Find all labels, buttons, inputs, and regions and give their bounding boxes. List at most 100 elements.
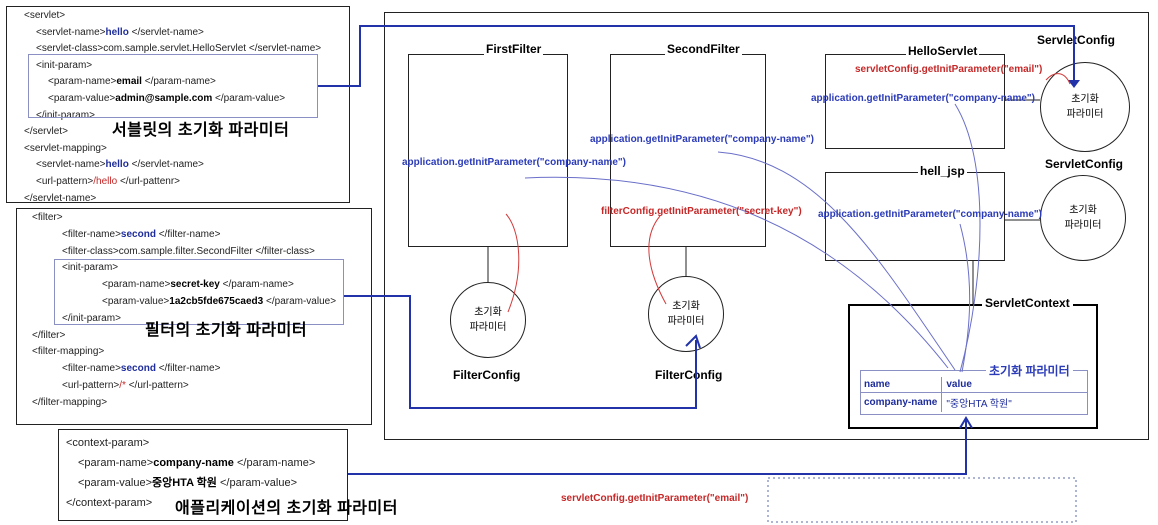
code-value: hello [105, 159, 129, 171]
servlet-xml-box [6, 6, 350, 203]
filter-config-2-label: FilterConfig [655, 368, 723, 382]
code-open-tag: <param-value> [48, 93, 116, 104]
code-line: <url-pattern>/hello </url-pattenr> [36, 174, 180, 190]
filter-config-1-label: FilterConfig [453, 368, 521, 382]
code-open-tag: <param-name> [78, 457, 154, 469]
context-table-cell-name: company-name [860, 392, 943, 412]
second-filter-app-call: application.getInitParameter("company-na… [590, 134, 814, 145]
code-value: second [120, 363, 156, 375]
servlet-config-2-param-line1: 초기화 [1069, 205, 1097, 216]
code-open-tag: <servlet-mapping> [24, 142, 107, 154]
code-value: com.sample.filter.SecondFilter [118, 245, 253, 257]
first-filter-title: FirstFilter [484, 42, 544, 56]
code-line: <filter-mapping> [32, 344, 104, 360]
servlet-config-2-label: ServletConfig [1045, 157, 1124, 171]
hell-jsp-title: hell_jsp [918, 164, 967, 178]
hello-servlet-title: HelloServlet [906, 44, 980, 58]
code-open-tag: <filter-mapping> [32, 346, 105, 358]
code-value: /* [119, 380, 126, 391]
code-close-tag: </param-name> [141, 76, 216, 88]
code-open-tag: <filter-name> [62, 363, 121, 375]
code-open-tag: <param-value> [102, 296, 170, 307]
code-open-tag: <servlet> [24, 10, 66, 21]
code-open-tag: <param-name> [48, 76, 117, 88]
servlet-app-call: application.getInitParameter("company-na… [811, 93, 1035, 104]
code-value: hello [105, 26, 129, 38]
code-line: <param-value>중앙HTA 학원 </param-value> [78, 475, 297, 491]
code-line: <init-param> [36, 58, 92, 74]
code-open-tag: <param-name> [102, 279, 171, 291]
filter-config-1-circle: 초기화 파라미터 [450, 282, 526, 358]
filter-xml-box [16, 208, 372, 425]
code-open-tag: <servlet-name> [36, 26, 106, 38]
code-value: com.sample.servlet.HelloServlet [103, 43, 247, 55]
code-close-tag: </servlet-name> [128, 159, 204, 171]
code-value: 1a2cb5fde675caed3 [169, 296, 264, 307]
filter-config-2-param-line2: 파라미터 [667, 316, 705, 327]
second-filter-title: SecondFilter [665, 42, 742, 56]
servlet-init-param-highlight [28, 54, 318, 118]
code-line: <filter> [32, 210, 63, 226]
filter-config-2-param-line1: 초기화 [672, 301, 700, 312]
code-close-tag: </filter-name> [155, 363, 221, 375]
code-line: </filter-mapping> [32, 395, 107, 411]
code-line: <param-name>secret-key </param-name> [102, 277, 294, 293]
code-line: <servlet-class>com.sample.servlet.HelloS… [36, 41, 321, 57]
code-open-tag: </context-param> [66, 497, 153, 509]
code-open-tag: </servlet-name> [24, 192, 97, 204]
second-filter-config-call: filterConfig.getInitParameter("secret-ke… [601, 206, 802, 217]
context-param-table: name value company-name "중앙HTA 학원" [860, 377, 1088, 412]
first-filter-box [408, 54, 568, 247]
servlet-config-1-label: ServletConfig [1037, 33, 1116, 47]
jsp-app-call: application.getInitParameter("company-na… [818, 209, 1042, 220]
filter-init-param-caption: 필터의 초기화 파라미터 [145, 322, 308, 339]
code-close-tag: </servlet-name> [128, 26, 204, 38]
code-value: company-name [153, 457, 234, 469]
code-open-tag: </filter-mapping> [32, 396, 108, 408]
code-line: <context-param> [66, 435, 149, 451]
code-line: <filter-name>second </filter-name> [62, 361, 220, 377]
code-open-tag: </servlet> [24, 126, 68, 138]
servlet-config-1-param-line1: 초기화 [1071, 94, 1099, 105]
bottom-servlet-config-call: servletConfig.getInitParameter("email") [561, 493, 749, 504]
code-line: <param-name>company-name </param-name> [78, 455, 315, 471]
code-open-tag: <filter-class> [62, 245, 119, 257]
code-open-tag: </init-param> [36, 109, 95, 121]
servlet-config-2-circle: 초기화 파라미터 [1040, 175, 1126, 261]
code-open-tag: <filter> [32, 212, 63, 223]
second-filter-box [610, 54, 766, 247]
filter-config-1-param-line1: 초기화 [474, 307, 502, 318]
code-close-tag: </url-pattern> [125, 380, 189, 391]
code-open-tag: <servlet-class> [36, 43, 104, 55]
first-filter-app-call: application.getInitParameter("company-na… [402, 157, 626, 168]
code-close-tag: </filter-class> [252, 245, 315, 257]
code-line: <param-value>admin@sample.com </param-va… [48, 91, 285, 107]
filter-config-1-param-line2: 파라미터 [469, 322, 507, 333]
code-value: secret-key [170, 279, 220, 291]
servlet-init-param-caption: 서블릿의 초기화 파라미터 [112, 122, 290, 139]
code-line: <filter-class>com.sample.filter.SecondFi… [62, 244, 315, 260]
code-close-tag: </filter-name> [155, 228, 221, 240]
code-line: <param-name>email </param-name> [48, 74, 216, 90]
context-param-group-title: 초기화 파라미터 [986, 362, 1073, 379]
code-open-tag: <context-param> [66, 437, 150, 449]
code-open-tag: <url-pattern> [62, 380, 120, 391]
code-open-tag: <filter-name> [62, 228, 121, 240]
code-open-tag: <servlet-name> [36, 159, 106, 171]
servlet-config-1-circle: 초기화 파라미터 [1040, 62, 1130, 152]
code-line: <filter-name>second </filter-name> [62, 227, 220, 243]
code-value: email [116, 76, 142, 88]
code-close-tag: </param-value> [263, 296, 337, 307]
code-close-tag: </param-name> [233, 457, 316, 469]
code-value: /hello [93, 176, 118, 187]
code-line: <init-param> [62, 260, 118, 276]
filter-init-param-highlight [54, 259, 344, 325]
code-close-tag: </servlet-name> [246, 43, 322, 55]
context-table-header-value: value [946, 379, 972, 390]
code-line: <servlet> [24, 8, 65, 24]
code-open-tag: <init-param> [62, 262, 119, 274]
code-value: admin@sample.com [115, 93, 213, 104]
code-line: </filter> [32, 328, 65, 344]
code-value: second [120, 228, 156, 240]
code-line: </init-param> [36, 108, 95, 124]
